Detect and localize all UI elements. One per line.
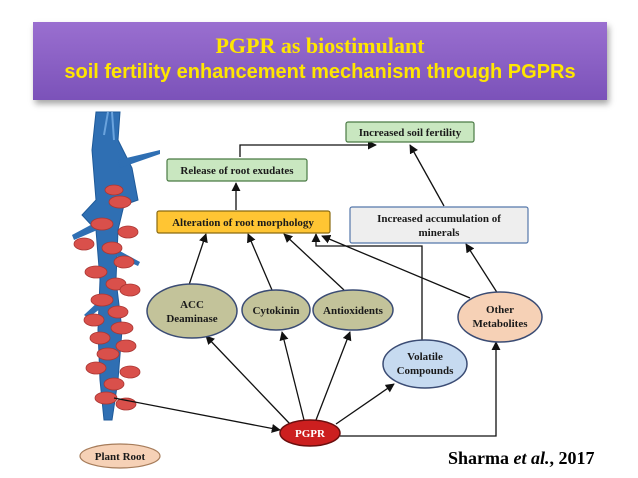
- title-line-1: PGPR as biostimulant: [215, 33, 425, 58]
- arrows: [113, 140, 501, 437]
- svg-text:Compounds: Compounds: [397, 365, 455, 377]
- ellipse-antioxidents: Antioxidents: [312, 289, 394, 331]
- arrow-pgpr-to-antioxidents: [315, 331, 352, 421]
- box-increased-accumulation-minerals: Increased accumulation of minerals: [349, 206, 529, 244]
- ellipse-acc-deaminase: ACC Deaminase: [146, 283, 238, 339]
- arrow-antioxidents-to-morphology: [283, 233, 345, 291]
- svg-text:Antioxidents: Antioxidents: [323, 305, 384, 317]
- ellipse-cytokinin: Cytokinin: [241, 289, 311, 331]
- arrow-pgpr-to-metabolites: [340, 341, 501, 437]
- arrow-root-to-pgpr: [113, 397, 281, 433]
- ellipse-pgpr: PGPR: [279, 419, 341, 447]
- svg-text:Volatile: Volatile: [407, 351, 443, 363]
- ellipse-other-metabolites: Other Metabolites: [457, 291, 543, 343]
- svg-text:Increased soil fertility: Increased soil fertility: [359, 127, 462, 139]
- citation-author: Sharma: [448, 448, 514, 468]
- arrow-acc-to-morphology: [187, 233, 208, 289]
- box-alteration-root-morphology: Alteration of root morphology: [156, 210, 331, 234]
- svg-text:ACC: ACC: [180, 299, 204, 311]
- ellipse-volatile-compounds: Volatile Compounds: [382, 339, 468, 389]
- arrow-pgpr-to-acc: [205, 335, 291, 425]
- ellipse-plant-root: Plant Root: [79, 443, 161, 469]
- title-banner: PGPR as biostimulant soil fertility enha…: [33, 22, 607, 100]
- plant-root-illustration: [72, 111, 160, 421]
- svg-text:Metabolites: Metabolites: [473, 318, 529, 330]
- arrow-pgpr-to-cytokinin: [279, 331, 305, 421]
- svg-text:Other: Other: [486, 304, 514, 316]
- box-release-root-exudates: Release of root exudates: [166, 158, 308, 182]
- arrow-metabolites-to-minerals: [465, 243, 499, 295]
- citation-year: , 2017: [549, 448, 595, 468]
- arrow-cytokinin-to-morphology: [247, 233, 273, 291]
- title-line-2: soil fertility enhancement mechanism thr…: [64, 61, 576, 83]
- arrow-pgpr-to-volatile: [335, 383, 395, 425]
- box-increased-soil-fertility: Increased soil fertility: [345, 121, 475, 143]
- arrow-minerals-to-fertility: [409, 144, 445, 207]
- svg-text:minerals: minerals: [419, 227, 461, 239]
- citation: Sharma et al., 2017: [448, 448, 595, 469]
- root-nodules: [73, 184, 141, 411]
- svg-text:Deaminase: Deaminase: [166, 313, 217, 325]
- svg-text:Increased accumulation of: Increased accumulation of: [377, 213, 501, 225]
- svg-text:PGPR: PGPR: [295, 428, 326, 440]
- svg-text:Cytokinin: Cytokinin: [252, 305, 299, 317]
- arrow-metabolites-to-morphology: [321, 234, 471, 299]
- citation-etal: et al.: [513, 448, 550, 468]
- svg-text:Alteration of root morphology: Alteration of root morphology: [172, 217, 314, 229]
- svg-text:Plant Root: Plant Root: [95, 451, 146, 463]
- arrow-volatile-to-morphology: [311, 233, 423, 344]
- svg-text:Release of root exudates: Release of root exudates: [180, 165, 294, 177]
- arrow-exudates-to-fertility: [239, 140, 377, 157]
